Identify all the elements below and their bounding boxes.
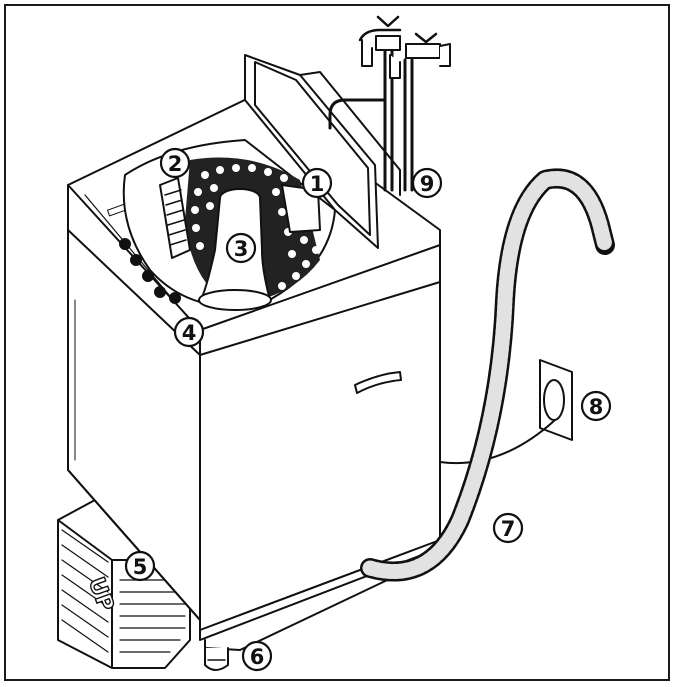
water-tap-icon xyxy=(358,15,402,67)
svg-text:7: 7 xyxy=(501,517,516,541)
callouts: 1 2 3 4 5 6 7 8 xyxy=(124,147,612,672)
svg-text:4: 4 xyxy=(182,321,197,345)
drain-hose xyxy=(360,168,615,582)
washer-lid xyxy=(244,54,401,249)
callout-7: 7 xyxy=(492,512,524,544)
knob-icon xyxy=(130,254,142,266)
callout-9: 9 xyxy=(411,167,443,199)
callout-1: 1 xyxy=(301,167,333,199)
knob-icon xyxy=(169,292,181,304)
water-tap-icon xyxy=(389,32,451,79)
callout-6: 6 xyxy=(241,640,273,672)
svg-text:5: 5 xyxy=(133,555,148,579)
knob-icon xyxy=(154,286,166,298)
svg-text:1: 1 xyxy=(310,172,325,196)
lint-filter xyxy=(159,177,191,259)
callout-4: 4 xyxy=(173,316,205,348)
knob-icon xyxy=(119,238,131,250)
callout-8: 8 xyxy=(580,390,612,422)
svg-text:3: 3 xyxy=(234,237,249,261)
callout-2: 2 xyxy=(159,147,191,179)
svg-text:9: 9 xyxy=(420,172,435,196)
knob-icon xyxy=(142,270,154,282)
callout-3: 3 xyxy=(225,232,257,264)
svg-text:8: 8 xyxy=(589,395,604,419)
power-socket xyxy=(539,359,573,441)
svg-text:6: 6 xyxy=(250,645,265,669)
leveling-foot xyxy=(204,647,229,671)
callout-5: 5 xyxy=(124,550,156,582)
power-cord xyxy=(439,419,556,465)
svg-text:2: 2 xyxy=(168,152,183,176)
